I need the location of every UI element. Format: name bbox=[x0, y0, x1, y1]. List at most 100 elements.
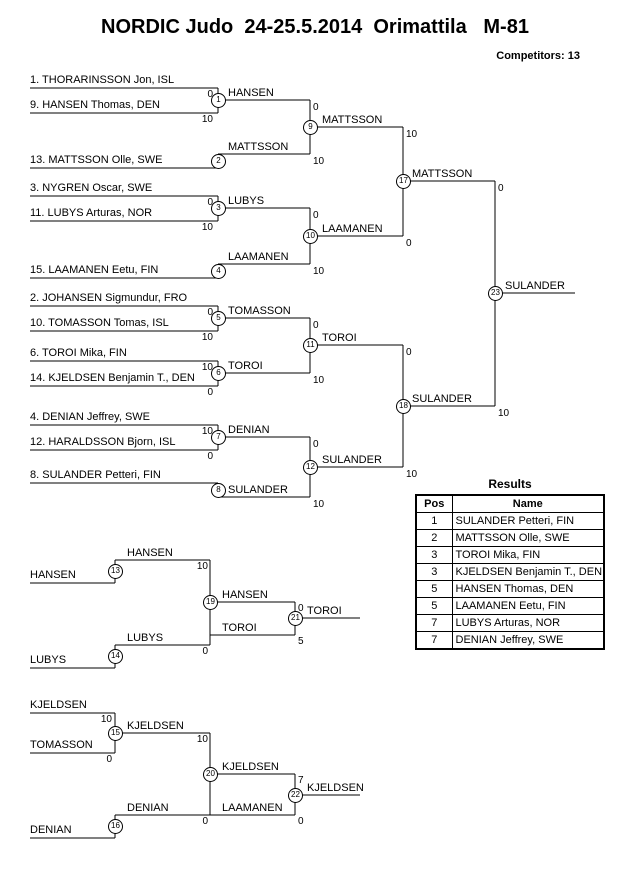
match-score: 0 bbox=[406, 238, 412, 249]
winner-name: LUBYS bbox=[228, 195, 265, 207]
winner-name: LUBYS bbox=[127, 632, 164, 644]
results-row: 3 TOROI Mika, FIN bbox=[415, 546, 605, 564]
winner-name: TOROI bbox=[322, 332, 357, 344]
match-score: 10 bbox=[406, 469, 418, 480]
competitor-name: 15. LAAMANEN Eetu, FIN bbox=[30, 264, 159, 276]
competitor-name: 13. MATTSSON Olle, SWE bbox=[30, 154, 163, 166]
match-score: 10 bbox=[201, 426, 213, 437]
winner-name: SULANDER bbox=[412, 393, 472, 405]
match-number-circle: 13 bbox=[108, 564, 123, 579]
competitor-name: 12. HARALDSSON Bjorn, ISL bbox=[30, 436, 176, 448]
results-header-pos: Pos bbox=[415, 494, 453, 513]
results-row: 5 LAAMANEN Eetu, FIN bbox=[415, 597, 605, 615]
results-row: 3 KJELDSEN Benjamin T., DEN bbox=[415, 563, 605, 581]
name-cell: LAAMANEN Eetu, FIN bbox=[451, 597, 605, 615]
match-number-circle: 8 bbox=[211, 483, 226, 498]
pos-cell: 5 bbox=[415, 580, 453, 598]
page-title: NORDIC Judo 24-25.5.2014 Orimattila M-81 bbox=[101, 16, 529, 38]
competitor-name: TOMASSON bbox=[30, 739, 93, 751]
match-score: 10 bbox=[201, 222, 213, 233]
name-cell: HANSEN Thomas, DEN bbox=[451, 580, 605, 598]
match-score: 10 bbox=[100, 714, 112, 725]
match-score: 0 bbox=[207, 451, 213, 462]
competitor-name: 4. DENIAN Jeffrey, SWE bbox=[30, 411, 151, 423]
competitor-name: 11. LUBYS Arturas, NOR bbox=[30, 207, 153, 219]
match-number-circle: 18 bbox=[396, 399, 411, 414]
match-score: 10 bbox=[313, 499, 325, 510]
winner-name: LAAMANEN bbox=[322, 223, 383, 235]
match-number-circle: 1 bbox=[211, 93, 226, 108]
match-score: 10 bbox=[313, 266, 325, 277]
winner-name: HANSEN bbox=[228, 87, 274, 99]
results-row: 5 HANSEN Thomas, DEN bbox=[415, 580, 605, 598]
competitor-name: 3. NYGREN Oscar, SWE bbox=[30, 182, 153, 194]
competitor-name: DENIAN bbox=[30, 824, 72, 836]
match-number-circle: 16 bbox=[108, 819, 123, 834]
match-score: 10 bbox=[201, 114, 213, 125]
results-row: 2 MATTSSON Olle, SWE bbox=[415, 529, 605, 547]
match-number-circle: 10 bbox=[303, 229, 318, 244]
match-score: 0 bbox=[313, 320, 319, 331]
winner-name: SULANDER bbox=[322, 454, 382, 466]
competitor-name: 6. TOROI Mika, FIN bbox=[30, 347, 127, 359]
match-number-circle: 19 bbox=[203, 595, 218, 610]
match-score: 0 bbox=[202, 646, 208, 657]
competitor-name: LUBYS bbox=[30, 654, 67, 666]
match-score: 10 bbox=[196, 561, 208, 572]
competitor-name: KJELDSEN bbox=[30, 699, 87, 711]
match-score: 0 bbox=[207, 387, 213, 398]
match-number-circle: 2 bbox=[211, 154, 226, 169]
match-number-circle: 7 bbox=[211, 430, 226, 445]
match-score: 5 bbox=[298, 636, 304, 647]
results-table: Pos Name 1 SULANDER Petteri, FIN 2 MATTS… bbox=[415, 494, 605, 650]
match-score: 0 bbox=[207, 307, 213, 318]
competitor-name: HANSEN bbox=[30, 569, 76, 581]
match-score: 0 bbox=[202, 816, 208, 827]
match-score: 10 bbox=[313, 156, 325, 167]
match-number-circle: 6 bbox=[211, 366, 226, 381]
match-score: 0 bbox=[207, 197, 213, 208]
match-score: 0 bbox=[106, 754, 112, 765]
match-number-circle: 11 bbox=[303, 338, 318, 353]
name-cell: MATTSSON Olle, SWE bbox=[451, 529, 605, 547]
competitor-name: 1. THORARINSSON Jon, ISL bbox=[30, 74, 175, 86]
results-row: 1 SULANDER Petteri, FIN bbox=[415, 512, 605, 530]
winner-name: TOMASSON bbox=[228, 305, 291, 317]
match-number-circle: 15 bbox=[108, 726, 123, 741]
match-number-circle: 22 bbox=[288, 788, 303, 803]
winner-name: HANSEN bbox=[127, 547, 173, 559]
results-header-name: Name bbox=[451, 494, 605, 513]
winner-name: KJELDSEN bbox=[222, 761, 279, 773]
name-cell: KJELDSEN Benjamin T., DEN bbox=[451, 563, 605, 581]
winner-name: MATTSSON bbox=[228, 141, 289, 153]
match-score: 10 bbox=[406, 129, 418, 140]
match-score: 0 bbox=[498, 183, 504, 194]
competitor-name: 10. TOMASSON Tomas, ISL bbox=[30, 317, 169, 329]
match-score: 10 bbox=[201, 332, 213, 343]
competitors-count: Competitors: 13 bbox=[496, 50, 580, 62]
champion-name: SULANDER bbox=[505, 280, 565, 292]
match-number-circle: 5 bbox=[211, 311, 226, 326]
match-score: 10 bbox=[196, 734, 208, 745]
results-title: Results bbox=[488, 477, 532, 491]
results-row: 7 DENIAN Jeffrey, SWE bbox=[415, 631, 605, 650]
match-score: 10 bbox=[313, 375, 325, 386]
match-score: 0 bbox=[313, 439, 319, 450]
match-score: 7 bbox=[298, 775, 304, 786]
match-score: 0 bbox=[313, 102, 319, 113]
pos-cell: 7 bbox=[415, 631, 453, 650]
match-score: 0 bbox=[298, 816, 304, 827]
match-score: 0 bbox=[207, 89, 213, 100]
pos-cell: 1 bbox=[415, 512, 453, 530]
match-number-circle: 14 bbox=[108, 649, 123, 664]
winner-name: DENIAN bbox=[228, 424, 270, 436]
winner-name: KJELDSEN bbox=[127, 720, 184, 732]
competitor-name: 14. KJELDSEN Benjamin T., DEN bbox=[30, 372, 195, 384]
winner-name: MATTSSON bbox=[322, 114, 383, 126]
competitor-name: 8. SULANDER Petteri, FIN bbox=[30, 469, 161, 481]
match-number-circle: 9 bbox=[303, 120, 318, 135]
pos-cell: 3 bbox=[415, 546, 453, 564]
match-number-circle: 21 bbox=[288, 611, 303, 626]
name-cell: TOROI Mika, FIN bbox=[451, 546, 605, 564]
